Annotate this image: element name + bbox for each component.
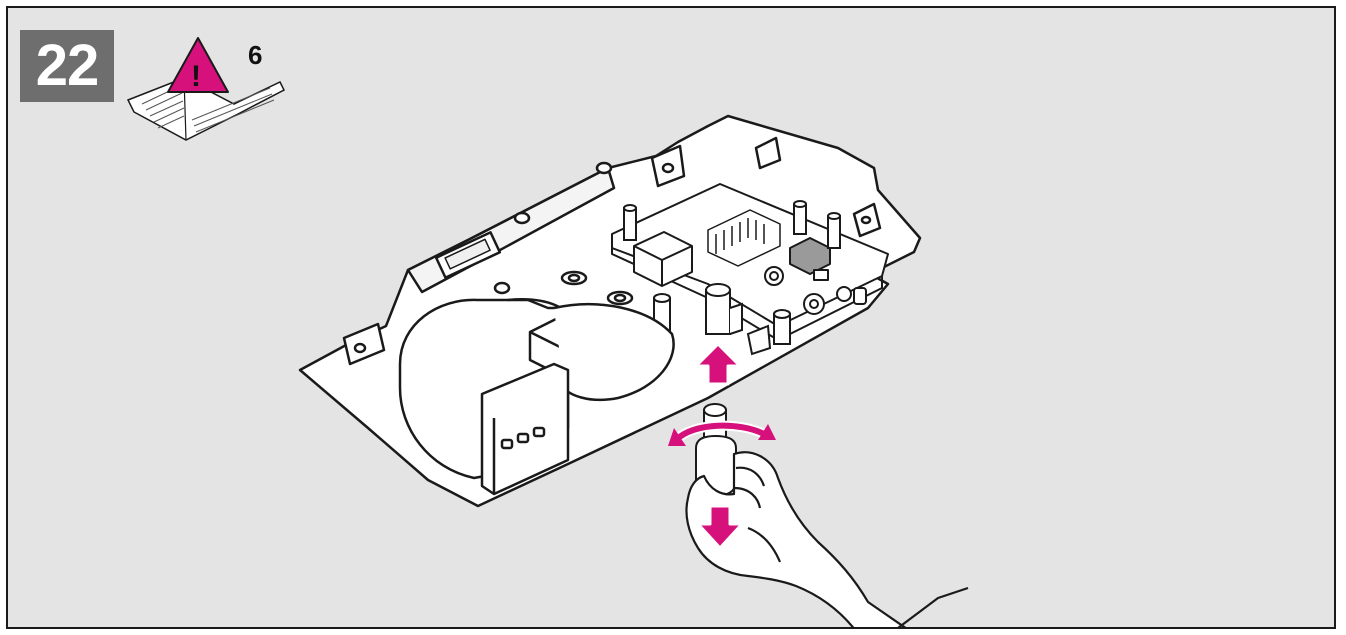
- hand: [685, 451, 969, 627]
- mounting-posts: [623, 200, 841, 345]
- rotate-arrow: [668, 420, 776, 446]
- warning-manual-icon: ! 6: [126, 37, 286, 141]
- step-number-badge: 22: [20, 30, 114, 102]
- instruction-panel: 22 ! 6: [6, 6, 1336, 629]
- warning-exclamation: !: [191, 60, 201, 93]
- pull-down-arrow: [696, 504, 744, 550]
- circuit-board: [611, 183, 889, 341]
- assembly-illustration: ! 6: [126, 37, 969, 627]
- lamp-socket: [705, 283, 772, 356]
- push-up-arrow: [694, 342, 742, 386]
- transformer-housing: [398, 270, 675, 496]
- manual-page-reference: 6: [248, 40, 262, 70]
